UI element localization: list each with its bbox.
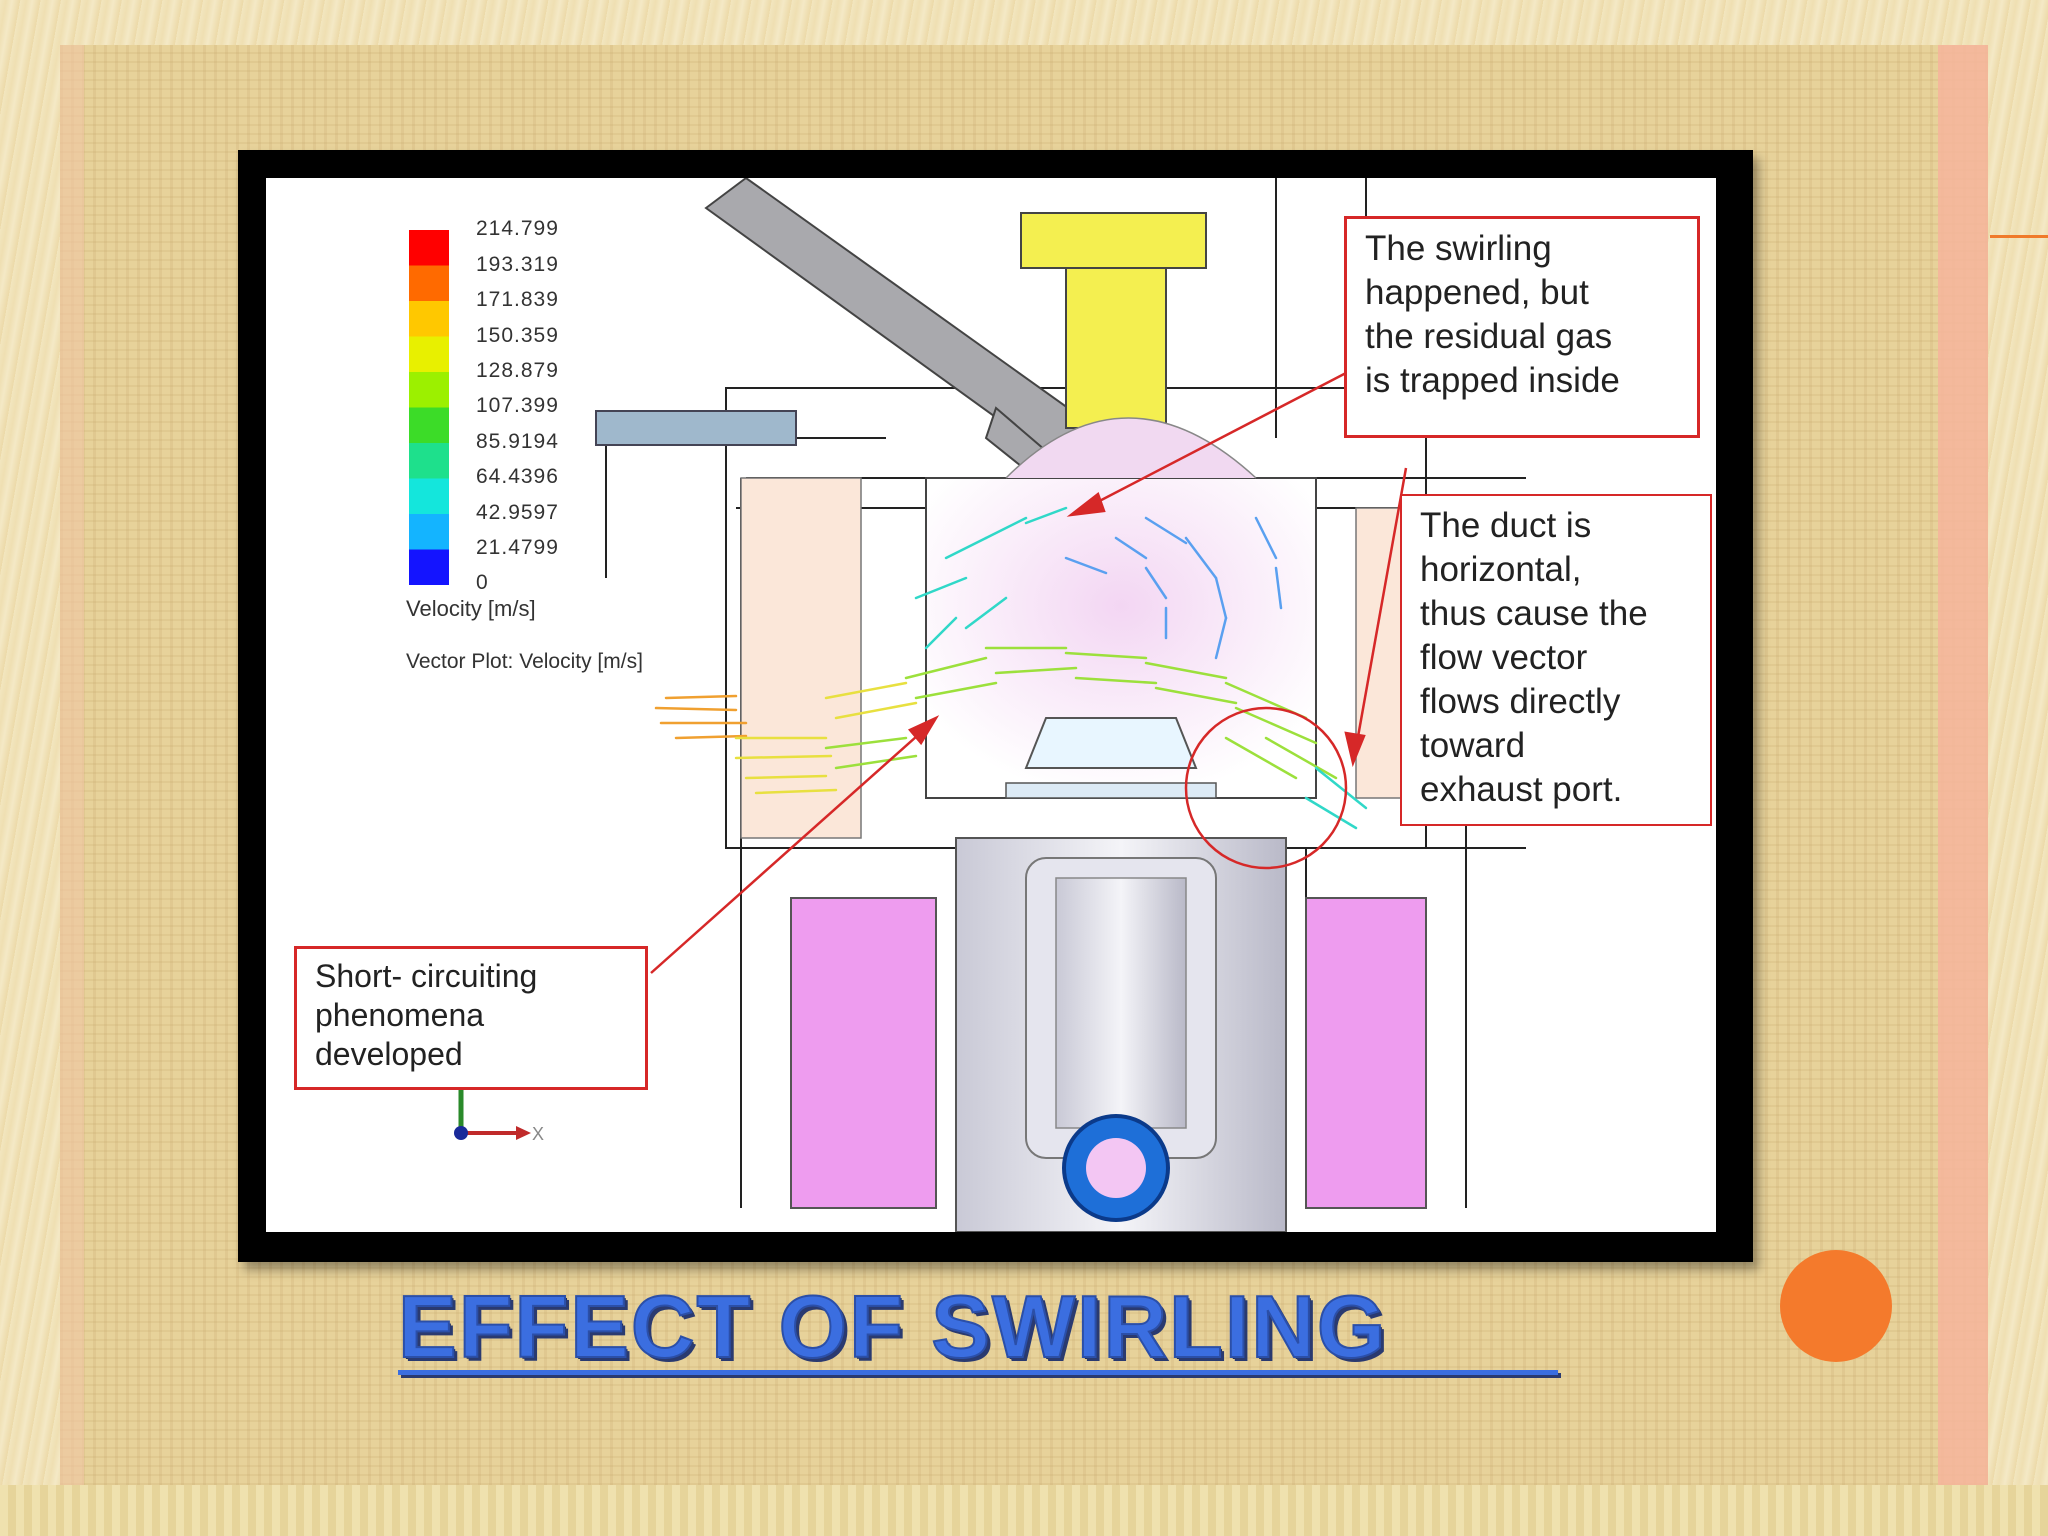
- duct-blue: [595, 410, 797, 446]
- legend-swatch: [409, 336, 449, 372]
- callout-line: thus cause the: [1420, 594, 1648, 633]
- callout-line: happened, but: [1365, 273, 1589, 312]
- callout-duct: The duct is horizontal, thus cause the f…: [1400, 494, 1712, 826]
- legend-swatch: [409, 372, 449, 408]
- legend-value: 128.879: [476, 359, 559, 382]
- callout-line: phenomena: [315, 997, 485, 1033]
- legend-swatch: [409, 514, 449, 550]
- title-underline: [398, 1370, 1558, 1375]
- bottom-strip: [0, 1485, 2048, 1536]
- piston-side-left: [790, 897, 937, 1209]
- cfd-diagram: 214.799 193.319 171.839 150.359 128.879 …: [406, 178, 1526, 1232]
- accent-line: [1990, 235, 2048, 238]
- callout-line: the residual gas: [1365, 317, 1613, 356]
- legend-value: 150.359: [476, 324, 559, 347]
- exhaust-port-highlight: [1184, 706, 1348, 870]
- legend-title: Velocity [m/s]: [406, 596, 536, 621]
- callout-line: flow vector: [1420, 638, 1588, 677]
- callout-line: Short- circuiting: [315, 958, 538, 994]
- legend-value: 42.9597: [476, 501, 559, 524]
- legend-value: 21.4799: [476, 536, 559, 559]
- callout-arrows: [650, 371, 1408, 974]
- slide-title: EFFECT OF SWIRLING: [397, 1277, 1388, 1376]
- legend-swatch: [409, 230, 449, 266]
- callout-line: The duct is: [1420, 506, 1592, 545]
- axis-x-label: X: [532, 1124, 544, 1144]
- callout-swirling: The swirling happened, but the residual …: [1344, 216, 1700, 438]
- spark-plug: [1020, 212, 1207, 269]
- callout-line: is trapped inside: [1365, 361, 1620, 400]
- legend-value: 0: [476, 571, 489, 594]
- legend-swatch: [409, 478, 449, 514]
- legend-swatch: [409, 407, 449, 443]
- legend-swatch: [409, 301, 449, 337]
- flow-vectors: [654, 506, 1368, 830]
- legend-value: 214.799: [476, 217, 559, 240]
- slide-right-border: [1938, 45, 1988, 1485]
- legend-swatch: [409, 265, 449, 301]
- legend-value: 171.839: [476, 288, 559, 311]
- callout-line: exhaust port.: [1420, 770, 1623, 809]
- callout-short-circuiting: Short- circuiting phenomena developed: [294, 946, 648, 1090]
- vector-plot-label: Vector Plot: Velocity [m/s]: [406, 650, 643, 673]
- callout-line: developed: [315, 1036, 463, 1072]
- orange-dot-decoration: [1780, 1250, 1892, 1362]
- callout-line: flows directly: [1420, 682, 1621, 721]
- velocity-legend: 214.799 193.319 171.839 150.359 128.879 …: [406, 217, 643, 673]
- slide-left-border: [60, 45, 84, 1485]
- callout-line: toward: [1420, 726, 1526, 765]
- callout-line: The swirling: [1365, 229, 1552, 268]
- callout-line: horizontal,: [1420, 550, 1582, 589]
- cfd-figure: 214.799 193.319 171.839 150.359 128.879 …: [266, 178, 1716, 1232]
- legend-value: 193.319: [476, 253, 559, 276]
- legend-value: 85.9194: [476, 430, 559, 453]
- legend-value: 64.4396: [476, 465, 559, 488]
- legend-swatch: [409, 549, 449, 585]
- legend-value: 107.399: [476, 394, 559, 417]
- legend-swatch: [409, 443, 449, 479]
- piston-side-right: [1305, 897, 1427, 1209]
